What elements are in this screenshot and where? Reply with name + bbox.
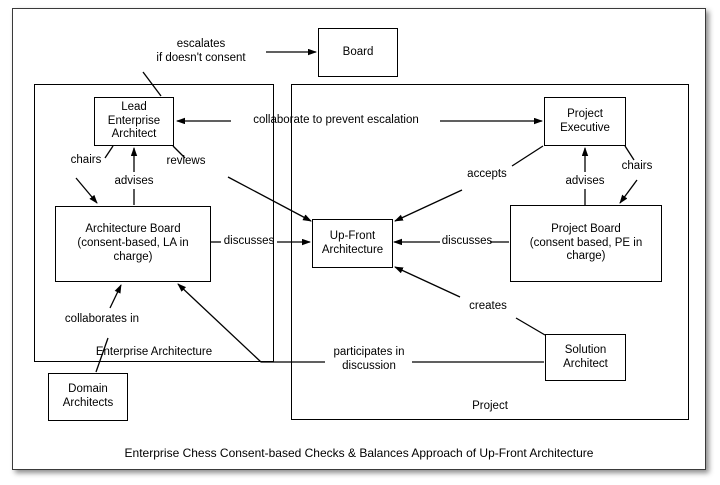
edge-chairs-pe-stub [624, 145, 635, 161]
edge-chairs-la-stub [104, 145, 114, 159]
edge-collaborates-in-arrow [109, 284, 122, 309]
node-board[interactable]: Board [318, 28, 398, 77]
node-lead-enterprise-architect[interactable]: Lead Enterprise Architect [94, 97, 174, 146]
edge-reviews-arrow [227, 176, 312, 222]
node-solution-architect-label: Solution Architect [563, 343, 608, 370]
edge-chairs-la-arrow [75, 177, 98, 204]
node-domain-architects[interactable]: Domain Architects [48, 373, 128, 421]
node-project-board-label: Project Board (consent based, PE in char… [529, 222, 643, 263]
edge-accepts-arrow [394, 189, 463, 222]
node-domain-architects-label: Domain Architects [62, 383, 114, 409]
node-project-executive-label: Project Executive [560, 107, 610, 134]
node-board-label: Board [342, 45, 374, 58]
edge-creates-arrow [394, 266, 461, 298]
node-lead-enterprise-architect-label: Lead Enterprise Architect [107, 100, 161, 141]
node-project-board[interactable]: Project Board (consent based, PE in char… [510, 205, 662, 282]
node-architecture-board-label: Architecture Board (consent-based, LA in… [77, 223, 189, 263]
container-project [291, 84, 689, 420]
edge-collaborates-in-stub [95, 337, 109, 373]
edge-chairs-pe-arrow [619, 179, 638, 204]
edge-reviews-stub [172, 145, 186, 159]
edge-accepts-stub [511, 145, 544, 167]
node-project-executive[interactable]: Project Executive [544, 97, 626, 146]
edge-creates-stub [515, 317, 546, 336]
node-up-front-architecture-label: Up-Front Architecture [321, 229, 384, 256]
edge-participates-left [177, 283, 325, 363]
node-solution-architect[interactable]: Solution Architect [545, 334, 626, 381]
node-architecture-board[interactable]: Architecture Board (consent-based, LA in… [55, 206, 211, 282]
node-up-front-architecture[interactable]: Up-Front Architecture [312, 219, 393, 268]
container-enterprise-architecture [34, 84, 274, 362]
